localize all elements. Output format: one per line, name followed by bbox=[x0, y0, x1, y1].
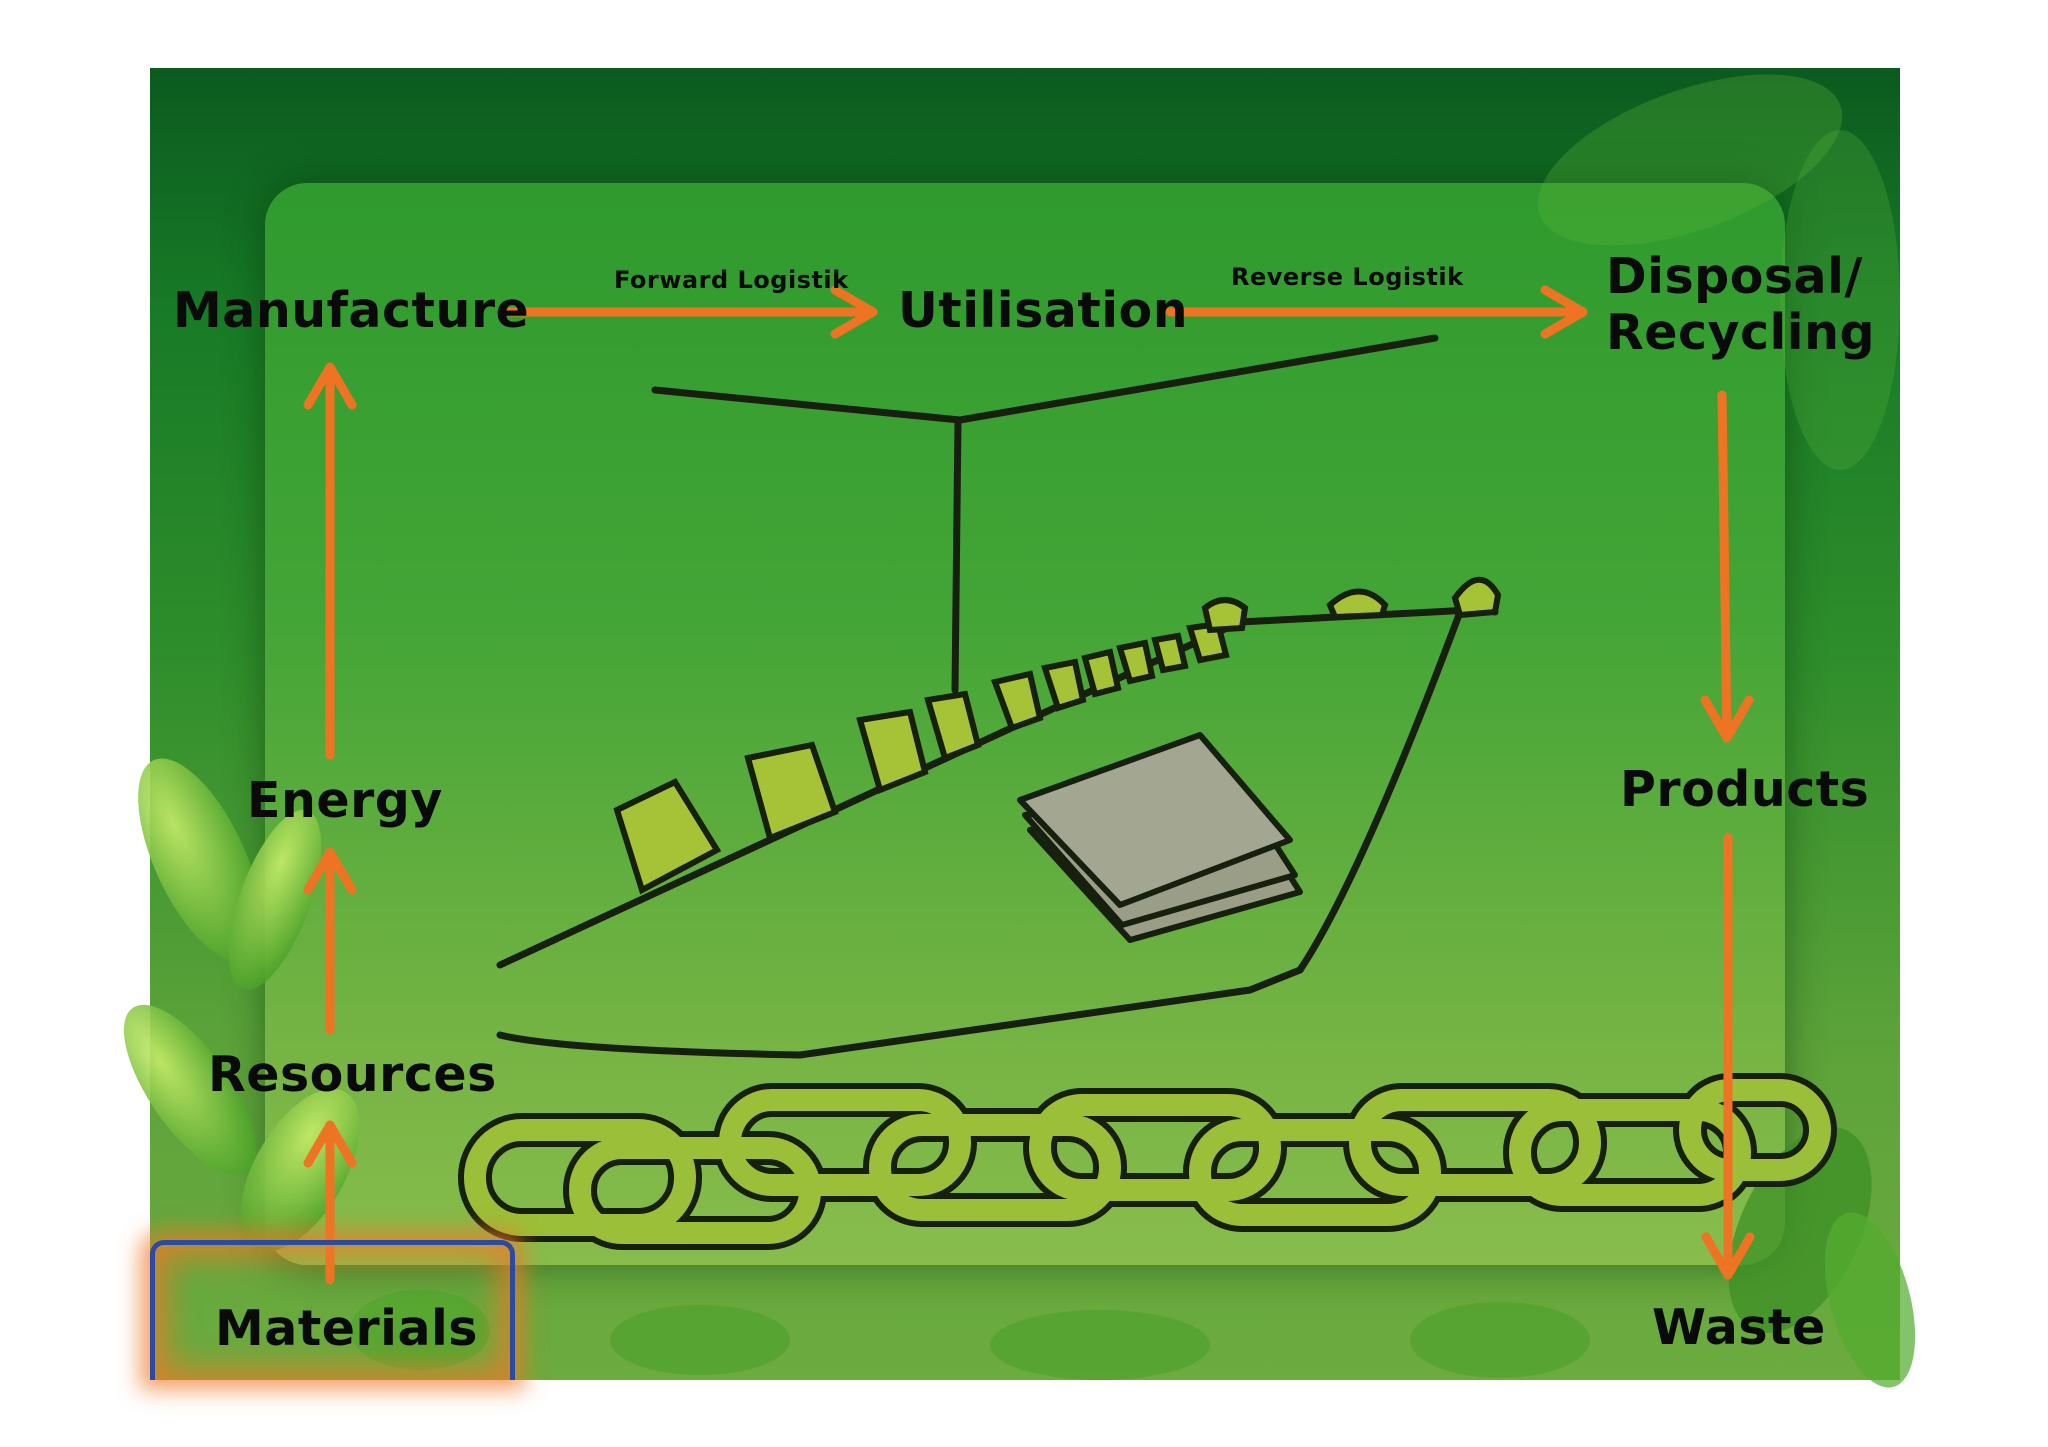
node-energy: Energy bbox=[247, 772, 443, 829]
paper-stack-drawing bbox=[1017, 732, 1303, 943]
edge-label-reverse: Reverse Logistik bbox=[1231, 263, 1464, 291]
flow-arrows bbox=[303, 285, 1755, 1285]
node-waste: Waste bbox=[1652, 1299, 1826, 1356]
materials-highlight-box bbox=[150, 1240, 515, 1380]
node-products: Products bbox=[1620, 761, 1870, 818]
node-manufacture: Manufacture bbox=[173, 282, 530, 339]
node-resources: Resources bbox=[208, 1046, 497, 1103]
ship-windows bbox=[613, 576, 1502, 895]
arrow-energy-manufacture bbox=[303, 362, 357, 760]
arrow-materials-resources bbox=[303, 1120, 357, 1285]
arrow-disposal-products bbox=[1700, 390, 1754, 743]
arrow-utilisation-disposal bbox=[1165, 285, 1588, 339]
edge-label-forward: Forward Logistik bbox=[614, 266, 849, 294]
arrow-manufacture-utilisation bbox=[505, 285, 878, 339]
arrow-products-waste bbox=[1701, 833, 1755, 1280]
arrow-resources-energy bbox=[303, 847, 357, 1035]
leaves-decoration bbox=[123, 74, 1916, 1388]
node-disposal-recycling: Disposal/ Recycling bbox=[1606, 248, 1876, 362]
chain-fill bbox=[464, 1079, 1831, 1244]
node-materials: Materials bbox=[215, 1300, 478, 1357]
node-utilisation: Utilisation bbox=[898, 282, 1189, 339]
